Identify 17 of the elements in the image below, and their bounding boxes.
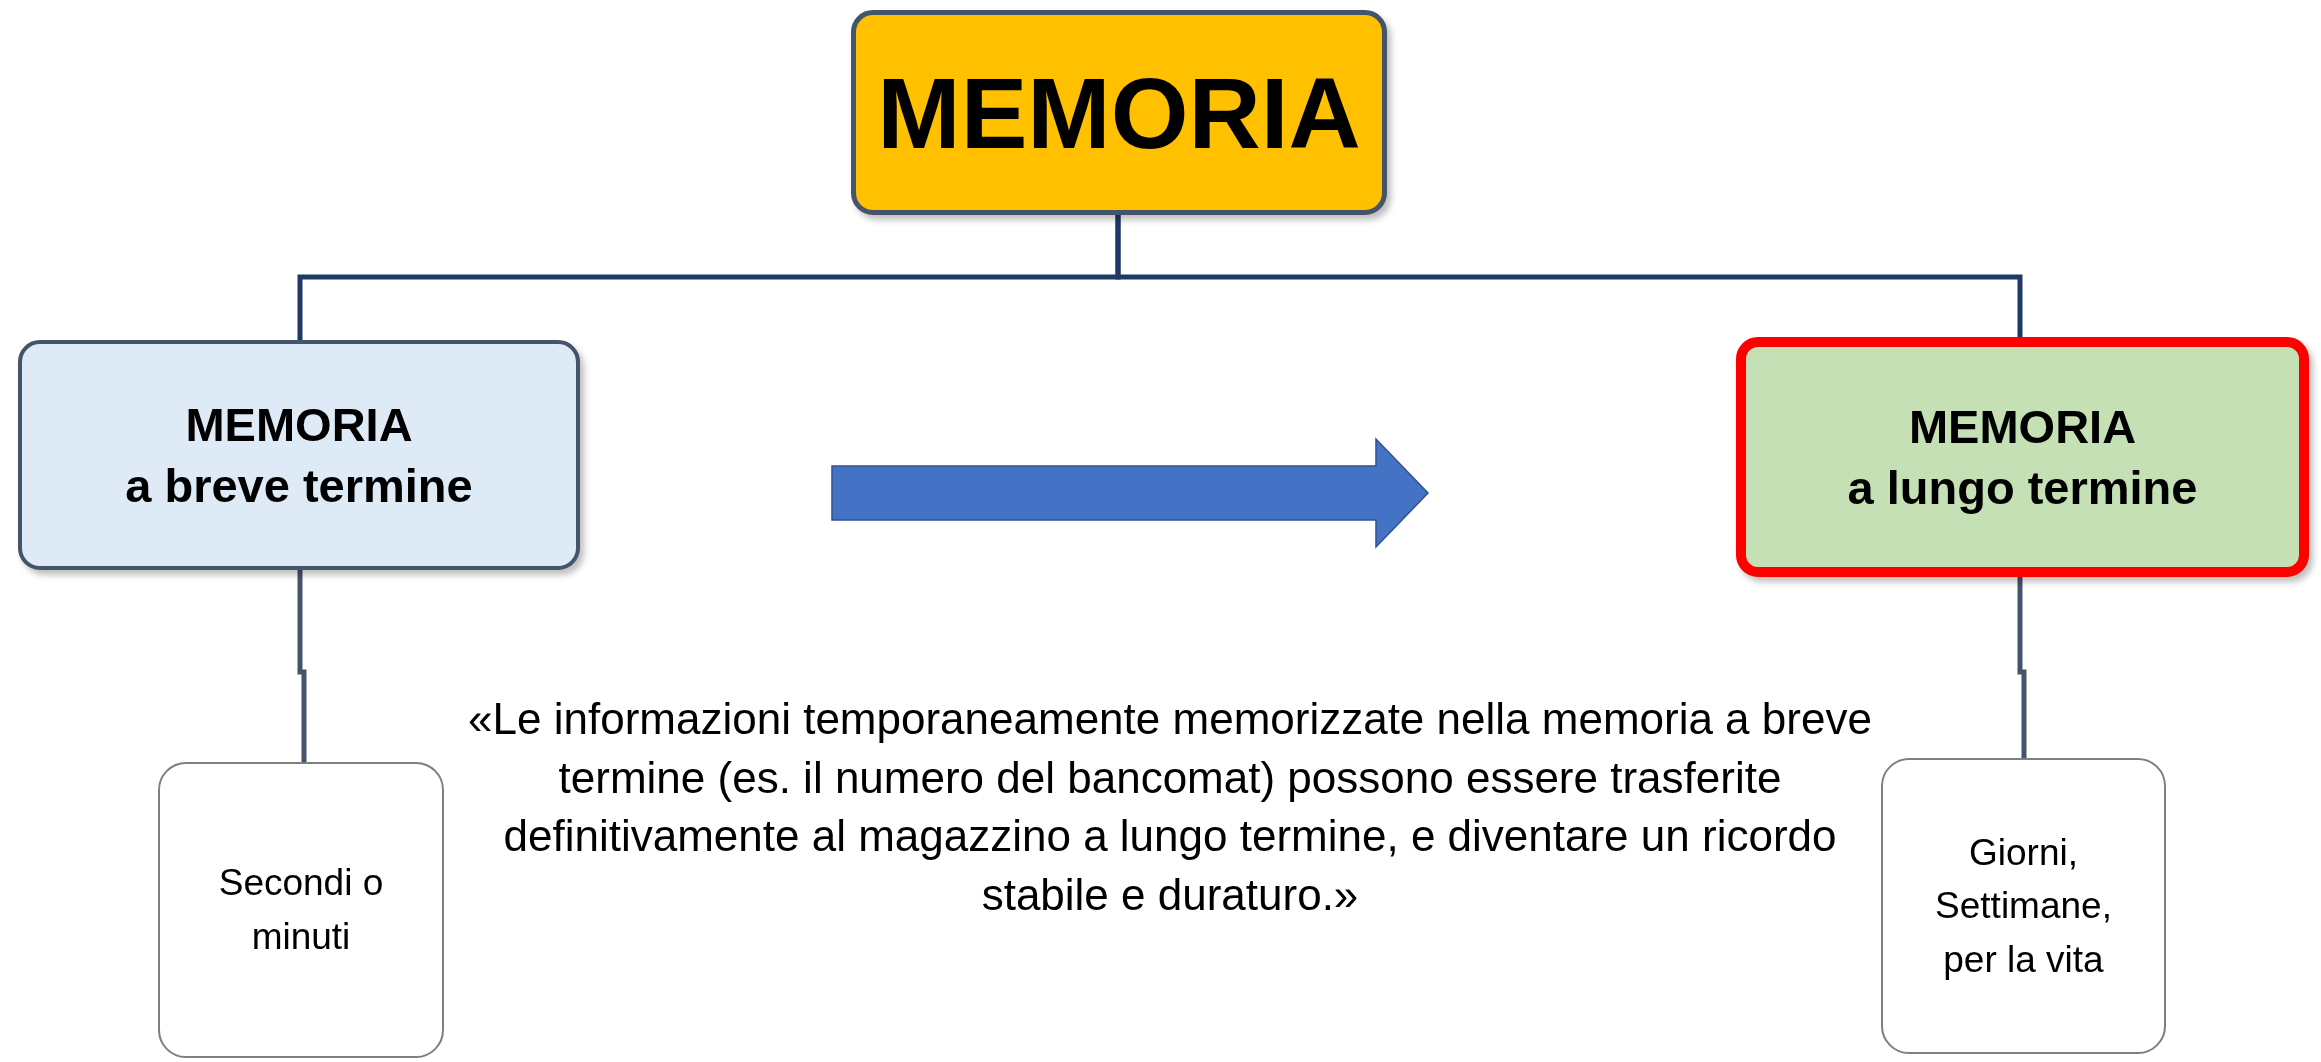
title-box	[851, 10, 1387, 215]
block-arrow	[831, 437, 1430, 549]
connector-line	[1115, 215, 2023, 337]
box-text: Secondi o minuti	[217, 861, 385, 959]
quote-text: «Le informazioni temporaneamente memorizzate nella memoria a breve termine (es. il numero del bancomat) possono essere trasferite definitivamente al magazzino a lungo termine, e diventare un ricordo stabile e duraturo.»	[467, 693, 1873, 921]
connector-line	[297, 570, 307, 762]
memory-box	[18, 340, 580, 570]
title-text: MEMORIA	[877, 55, 1361, 171]
box-text: a lungo termine	[1847, 460, 2198, 516]
duration-box	[158, 762, 444, 1058]
duration-box	[1881, 758, 2166, 1054]
box-text: MEMORIA	[1908, 398, 2137, 455]
box-text: Giorni, Settimane, per la vita	[1934, 830, 2113, 982]
box-text: MEMORIA	[185, 396, 413, 453]
memory-box	[1736, 337, 2309, 577]
connector-line	[2017, 577, 2027, 758]
box-text: a breve termine	[125, 458, 473, 514]
